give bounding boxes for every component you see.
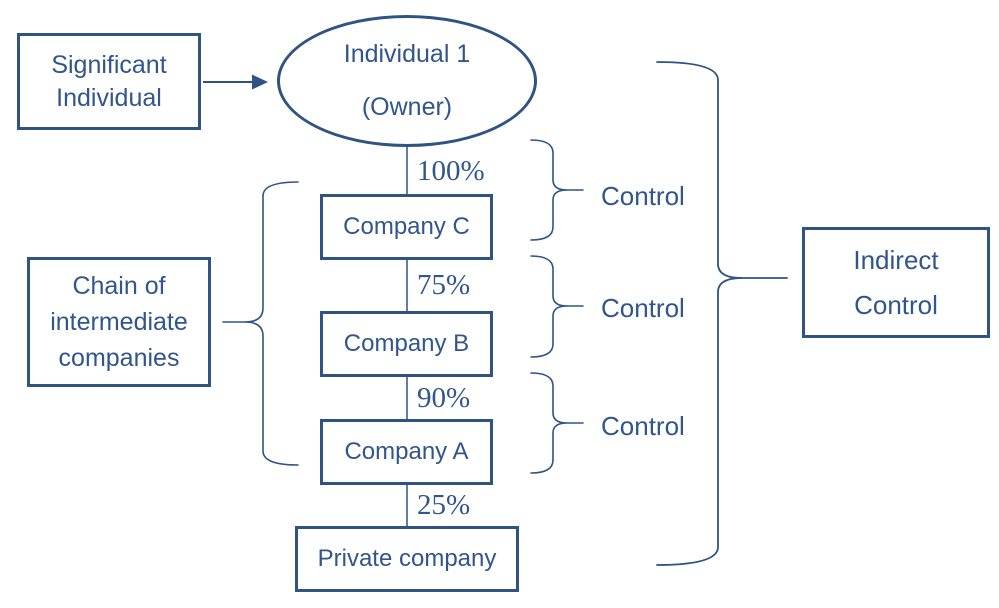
- indirect-control-line1: Indirect: [853, 245, 939, 275]
- chain-note-box: Chain of intermediate companies: [27, 257, 211, 387]
- ownership-percent-owner-to-c: 100%: [417, 155, 485, 187]
- chain-note-line2: intermediate: [50, 308, 188, 336]
- company-c-label: Company C: [343, 213, 470, 240]
- chain-note-line3: companies: [58, 344, 180, 372]
- control-brace-1: [530, 139, 568, 241]
- indirect-control-line2: Control: [854, 290, 938, 320]
- ownership-percent-c-to-b: 75%: [417, 269, 471, 301]
- company-b-label: Company B: [343, 330, 470, 357]
- private-company-box: Private company: [295, 526, 519, 592]
- significant-individual-label-line2: Individual: [56, 83, 162, 112]
- control-brace-2: [530, 255, 568, 358]
- company-a-box: Company A: [320, 419, 493, 485]
- ownership-percent-b-to-a: 90%: [417, 382, 471, 414]
- company-a-label: Company A: [344, 438, 469, 465]
- private-company-label: Private company: [317, 545, 497, 572]
- owner-ellipse: Individual 1 (Owner): [277, 15, 537, 147]
- control-label-1: Control: [601, 181, 685, 211]
- owner-label-line1: Individual 1: [343, 40, 471, 68]
- control-label-2: Control: [601, 293, 685, 323]
- owner-label-line2: (Owner): [361, 93, 453, 121]
- ownership-percent-a-to-private: 25%: [417, 489, 471, 521]
- control-label-3: Control: [601, 411, 685, 441]
- control-brace-3: [530, 372, 568, 474]
- indirect-control-box: Indirect Control: [802, 227, 990, 338]
- company-c-box: Company C: [320, 194, 493, 260]
- significant-individual-arrowhead: [252, 74, 268, 90]
- chain-note-brace: [244, 181, 299, 466]
- significant-individual-label-line1: Significant: [51, 50, 167, 79]
- company-b-box: Company B: [320, 311, 493, 377]
- significant-individual-box: Significant Individual: [17, 33, 201, 130]
- chain-note-line1: Chain of: [72, 272, 166, 300]
